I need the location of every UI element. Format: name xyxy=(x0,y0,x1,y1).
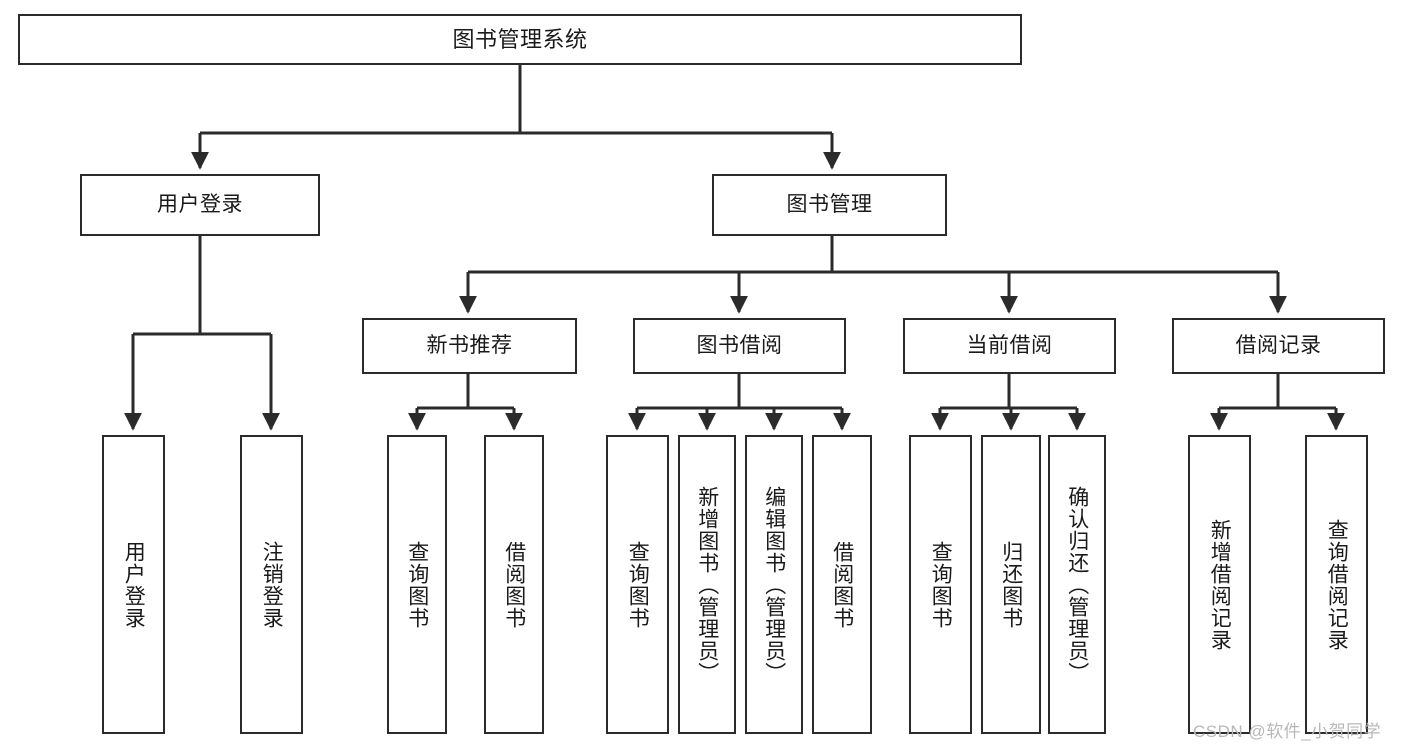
node-leaf-query-book-1[interactable]: 查询图书 xyxy=(387,435,447,734)
node-leaf-confirm-return[interactable]: 确认归还（管理员） xyxy=(1048,435,1106,734)
node-borrow-record[interactable]: 借阅记录 xyxy=(1172,318,1385,374)
node-leaf-add-borrow-record-label: 新增借阅记录 xyxy=(1208,518,1232,651)
watermark-text: CSDN @软件_小贺同学 xyxy=(1193,722,1382,741)
node-leaf-borrow-book-2[interactable]: 借阅图书 xyxy=(812,435,872,734)
node-leaf-user-login[interactable]: 用户登录 xyxy=(102,435,165,734)
node-root-label: 图书管理系统 xyxy=(452,26,588,52)
node-leaf-query-borrow-record[interactable]: 查询借阅记录 xyxy=(1305,435,1368,734)
node-current-borrow-label: 当前借阅 xyxy=(966,333,1053,357)
node-leaf-borrow-book-2-label: 借阅图书 xyxy=(830,540,854,629)
node-book-manage-label: 图书管理 xyxy=(786,192,873,216)
node-leaf-confirm-return-label: 确认归还（管理员） xyxy=(1065,485,1089,684)
node-book-borrow[interactable]: 图书借阅 xyxy=(633,318,846,374)
node-leaf-edit-book-label: 编辑图书（管理员） xyxy=(762,485,786,684)
node-leaf-query-book-3-label: 查询图书 xyxy=(929,540,953,629)
node-user-login[interactable]: 用户登录 xyxy=(80,174,320,236)
node-borrow-record-label: 借阅记录 xyxy=(1235,333,1322,357)
node-leaf-add-borrow-record[interactable]: 新增借阅记录 xyxy=(1188,435,1251,734)
node-leaf-return-book-label: 归还图书 xyxy=(999,540,1023,629)
node-leaf-user-login-label: 用户登录 xyxy=(122,540,146,629)
node-leaf-borrow-book-1[interactable]: 借阅图书 xyxy=(484,435,544,734)
node-book-borrow-label: 图书借阅 xyxy=(696,333,783,357)
node-leaf-add-book[interactable]: 新增图书（管理员） xyxy=(678,435,736,734)
node-leaf-query-borrow-record-label: 查询借阅记录 xyxy=(1325,518,1349,651)
node-current-borrow[interactable]: 当前借阅 xyxy=(903,318,1116,374)
node-root[interactable]: 图书管理系统 xyxy=(18,14,1022,65)
node-leaf-query-book-3[interactable]: 查询图书 xyxy=(909,435,972,734)
node-book-manage[interactable]: 图书管理 xyxy=(712,174,947,236)
node-leaf-query-book-1-label: 查询图书 xyxy=(405,540,429,629)
node-leaf-return-book[interactable]: 归还图书 xyxy=(981,435,1041,734)
node-leaf-edit-book[interactable]: 编辑图书（管理员） xyxy=(745,435,803,734)
node-new-book-recommend-label: 新书推荐 xyxy=(426,333,513,357)
node-leaf-borrow-book-1-label: 借阅图书 xyxy=(502,540,526,629)
node-leaf-query-book-2[interactable]: 查询图书 xyxy=(606,435,669,734)
node-leaf-logout-label: 注销登录 xyxy=(260,540,284,629)
node-new-book-recommend[interactable]: 新书推荐 xyxy=(362,318,577,374)
node-leaf-logout[interactable]: 注销登录 xyxy=(240,435,303,734)
node-leaf-query-book-2-label: 查询图书 xyxy=(626,540,650,629)
node-user-login-label: 用户登录 xyxy=(157,192,243,216)
node-leaf-add-book-label: 新增图书（管理员） xyxy=(695,485,719,684)
